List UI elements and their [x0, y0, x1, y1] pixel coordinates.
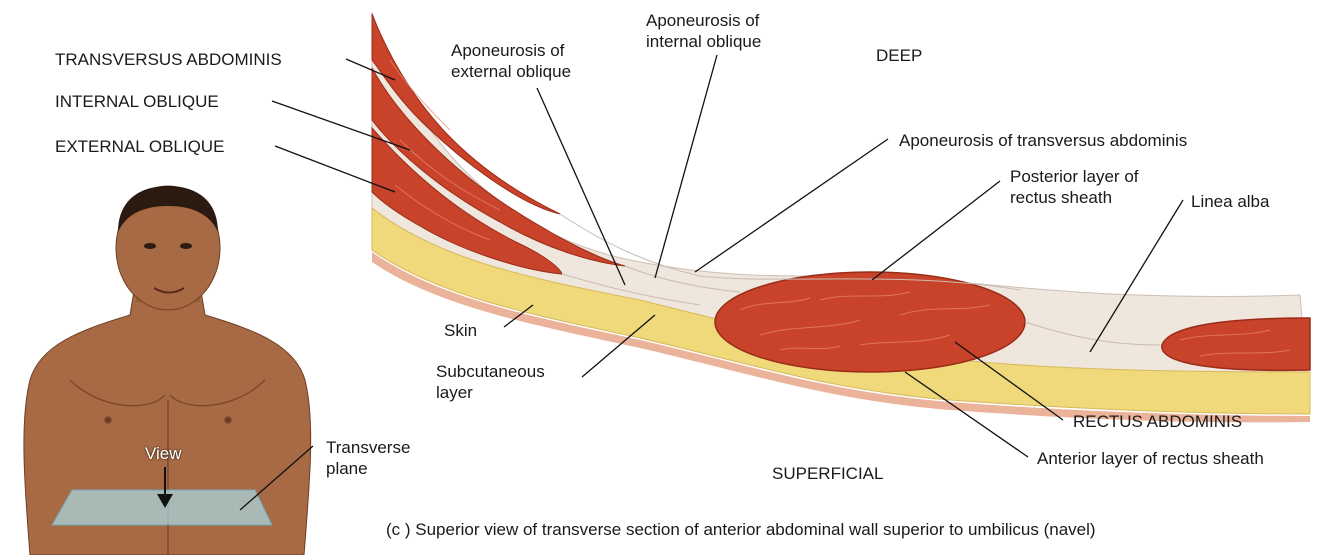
- label-deep: DEEP: [876, 45, 922, 66]
- label-view: View: [145, 443, 182, 464]
- label-anterior-rectus-sheath: Anterior layer of rectus sheath: [1037, 448, 1264, 469]
- label-transverse-plane: Transverse plane: [326, 437, 410, 479]
- label-superficial: SUPERFICIAL: [772, 463, 883, 484]
- label-rectus-abdominis: RECTUS ABDOMINIS: [1073, 411, 1242, 432]
- label-posterior-rectus-sheath: Posterior layer of rectus sheath: [1010, 166, 1139, 208]
- label-aponeurosis-transversus: Aponeurosis of transversus abdominis: [899, 130, 1187, 151]
- label-skin: Skin: [444, 320, 477, 341]
- label-aponeurosis-external-oblique: Aponeurosis of external oblique: [451, 40, 571, 82]
- torso-inset: [24, 186, 311, 555]
- rectus-abdominis-muscle: [715, 272, 1025, 372]
- label-subcutaneous-layer: Subcutaneous layer: [436, 361, 545, 403]
- label-external-oblique: EXTERNAL OBLIQUE: [55, 136, 224, 157]
- label-transversus-abdominis: TRANSVERSUS ABDOMINIS: [55, 49, 282, 70]
- eye-left: [144, 243, 156, 249]
- label-linea-alba: Linea alba: [1191, 191, 1269, 212]
- label-internal-oblique: INTERNAL OBLIQUE: [55, 91, 219, 112]
- eye-right: [180, 243, 192, 249]
- figure-caption: (c ) Superior view of transverse section…: [386, 520, 1096, 540]
- label-aponeurosis-internal-oblique: Aponeurosis of internal oblique: [646, 10, 761, 52]
